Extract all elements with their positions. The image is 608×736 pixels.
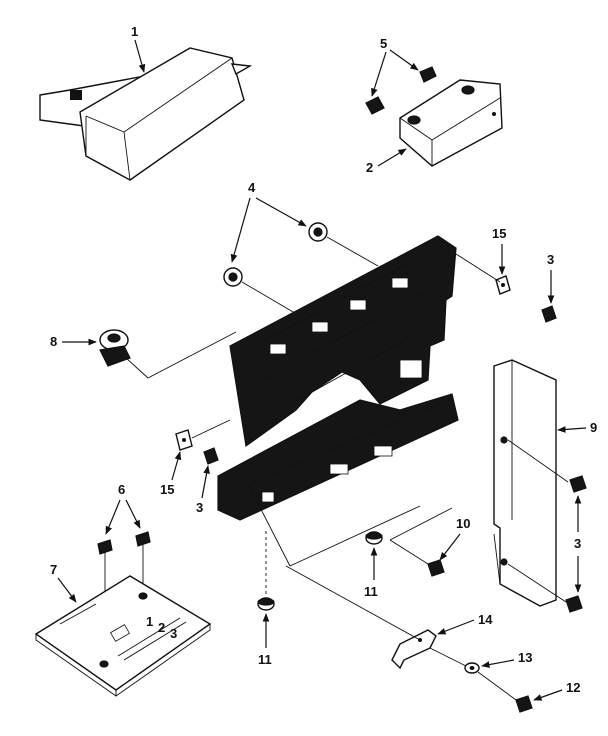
part-13-washer [429, 647, 480, 674]
svg-text:5: 5 [380, 36, 387, 51]
svg-text:2: 2 [158, 620, 165, 635]
callout-3-right: 3 [574, 495, 582, 593]
part-9-side-panel [493, 359, 587, 613]
callout-4: 4 [230, 180, 307, 263]
svg-text:15: 15 [160, 482, 174, 497]
svg-text:6: 6 [118, 482, 125, 497]
svg-text:3: 3 [547, 252, 554, 267]
svg-text:11: 11 [258, 652, 272, 667]
callout-13: 13 [481, 650, 532, 668]
part-8-spool-pin [99, 329, 237, 379]
part-11-bumper-center [365, 531, 383, 545]
callout-12: 12 [533, 680, 580, 701]
svg-text:3: 3 [170, 626, 177, 641]
svg-text:14: 14 [478, 612, 493, 627]
callout-3-upper: 3 [547, 252, 555, 304]
callout-5: 5 [371, 36, 419, 97]
callout-15-left: 15 [160, 451, 182, 497]
callout-14: 14 [437, 612, 493, 635]
callout-7: 7 [50, 562, 77, 603]
callout-10: 10 [439, 516, 470, 561]
callout-1: 1 [131, 24, 146, 73]
part-14-bracket [285, 565, 437, 670]
part-15-clip-upper [495, 275, 557, 323]
svg-text:12: 12 [566, 680, 580, 695]
svg-text:3: 3 [196, 500, 203, 515]
svg-text:2: 2 [366, 160, 373, 175]
svg-text:4: 4 [248, 180, 256, 195]
part-12-screw [477, 671, 533, 713]
svg-text:1: 1 [146, 614, 153, 629]
part-2-bracket [399, 79, 503, 167]
svg-text:1: 1 [131, 24, 138, 39]
callout-15-upper: 15 [492, 226, 506, 275]
part-5-screws [365, 66, 437, 115]
callout-8: 8 [50, 334, 97, 349]
part-11-bumper-left [257, 530, 275, 611]
svg-text:7: 7 [50, 562, 57, 577]
part-15-clip-left [175, 419, 231, 465]
part-10-screw [389, 539, 445, 577]
main-housing [217, 235, 459, 521]
part-4-feet [223, 222, 379, 317]
svg-text:10: 10 [456, 516, 470, 531]
callout-11-left: 11 [258, 613, 272, 667]
callout-6-left: 6 [105, 482, 141, 535]
svg-text:13: 13 [518, 650, 532, 665]
svg-text:11: 11 [364, 584, 378, 599]
svg-text:9: 9 [590, 420, 597, 435]
part-1-top-cover [39, 47, 253, 181]
svg-text:3: 3 [574, 536, 581, 551]
callout-3-left: 3 [196, 465, 210, 515]
leader-lines [245, 253, 501, 567]
callout-9: 9 [557, 420, 597, 435]
callout-11-center: 11 [364, 547, 378, 599]
svg-text:15: 15 [492, 226, 506, 241]
svg-text:8: 8 [50, 334, 57, 349]
part-7-needle-plate: 1 2 3 [34, 575, 212, 697]
callout-2: 2 [366, 148, 407, 175]
